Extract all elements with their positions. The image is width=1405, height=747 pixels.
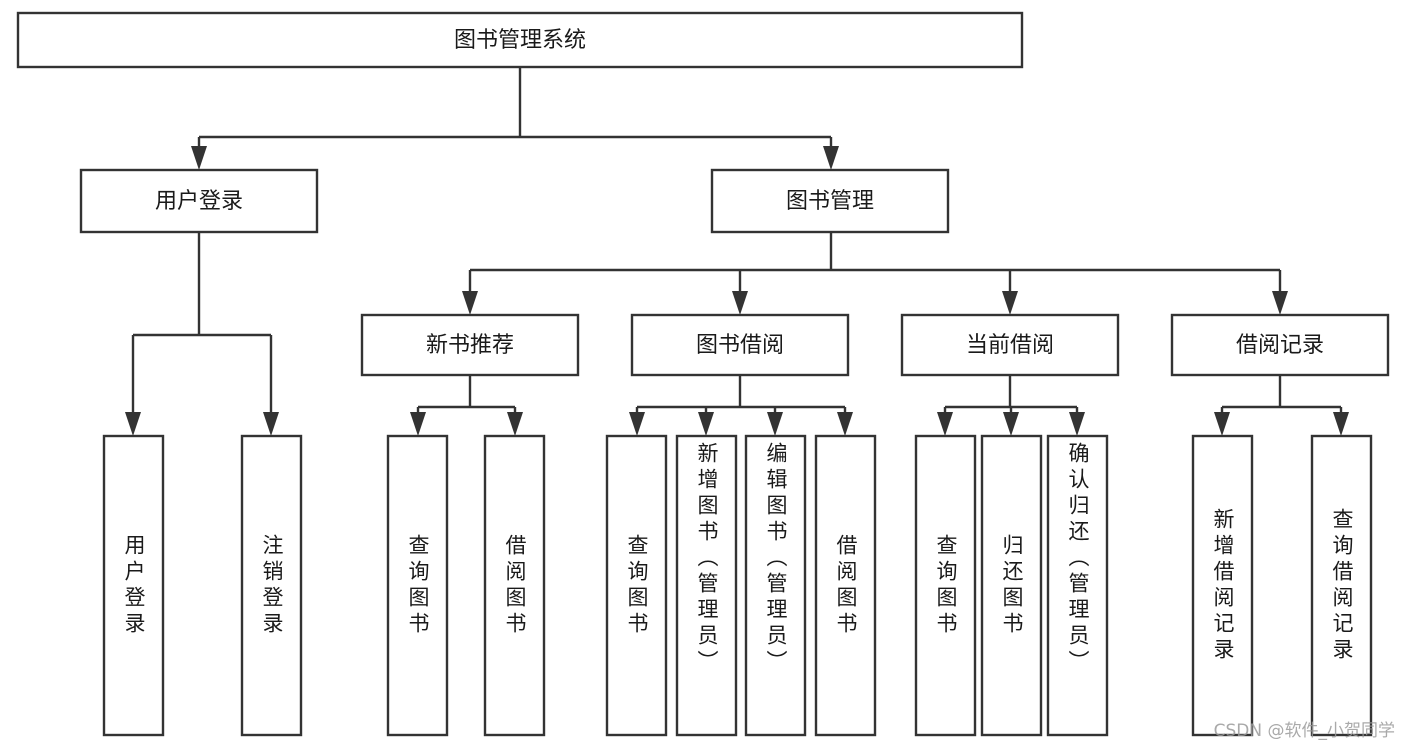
leaf-box-query-book-3[interactable] (914, 434, 977, 737)
node-new-book-recommend[interactable]: 新书推荐 (360, 313, 580, 377)
arrow-head-new-book-recommend (462, 291, 478, 315)
node-user-login-label: 用户登录 (155, 189, 243, 214)
arrow-head-current-borrow (1002, 291, 1018, 315)
arrow-head-leaf-add-record (1214, 412, 1230, 436)
node-borrow-record-box[interactable] (1170, 313, 1390, 377)
leaf-box-add-record[interactable] (1191, 434, 1254, 737)
arrow-head-leaf-return-book (1003, 412, 1019, 436)
node-borrow-record-label: 借阅记录 (1236, 333, 1324, 358)
node-current-borrow[interactable]: 当前借阅 (900, 313, 1120, 377)
arrow-head-user-login (191, 146, 207, 170)
leaf-box-query-book-1[interactable] (386, 434, 449, 737)
arrow-head-leaf-borrow-book-2 (837, 412, 853, 436)
leaf-box-query-record[interactable] (1310, 434, 1373, 737)
leaf-box-return-book[interactable] (980, 434, 1043, 737)
arrow-head-leaf-add-book (698, 412, 714, 436)
node-current-borrow-label: 当前借阅 (966, 333, 1054, 358)
leaf-box-add-book[interactable] (675, 434, 738, 737)
node-book-manage-box[interactable] (710, 168, 950, 234)
node-root-label: 图书管理系统 (454, 28, 586, 53)
node-book-borrow[interactable]: 图书借阅 (630, 313, 850, 377)
connector-group-book-borrow (629, 375, 853, 436)
arrow-head-leaf-query-book-1 (410, 412, 426, 436)
node-new-book-recommend-box[interactable] (360, 313, 580, 377)
node-root[interactable]: 图书管理系统 (16, 11, 1024, 69)
arrow-head-leaf-confirm-return (1069, 412, 1085, 436)
arrow-head-leaf-edit-book (767, 412, 783, 436)
connector-group-book-manage (462, 232, 1288, 315)
leaf-box-borrow-book-1[interactable] (483, 434, 546, 737)
arrow-head-leaf-query-book-2 (629, 412, 645, 436)
node-current-borrow-box[interactable] (900, 313, 1120, 377)
leaf-boxes (102, 434, 1373, 737)
connector-group-root (191, 67, 839, 170)
node-borrow-record[interactable]: 借阅记录 (1170, 313, 1390, 377)
leaf-box-user-logout[interactable] (240, 434, 303, 737)
leaf-box-confirm-return[interactable] (1046, 434, 1109, 737)
leaf-box-borrow-book-2[interactable] (814, 434, 877, 737)
node-new-book-recommend-label: 新书推荐 (426, 333, 514, 358)
connector-group-user-login (125, 232, 279, 436)
arrow-head-leaf-query-record (1333, 412, 1349, 436)
arrow-head-leaf-user-logout (263, 412, 279, 436)
leaf-box-user-login[interactable] (102, 434, 165, 737)
arrow-head-book-manage (823, 146, 839, 170)
connector-group-borrow-record (1214, 375, 1349, 436)
node-book-manage[interactable]: 图书管理 (710, 168, 950, 234)
node-book-borrow-label: 图书借阅 (696, 333, 784, 358)
arrow-head-borrow-record (1272, 291, 1288, 315)
node-book-manage-label: 图书管理 (786, 189, 874, 214)
arrow-head-leaf-query-book-3 (937, 412, 953, 436)
leaf-box-query-book-2[interactable] (605, 434, 668, 737)
node-user-login-box[interactable] (79, 168, 319, 234)
node-user-login[interactable]: 用户登录 (79, 168, 319, 234)
connector-group-current-borrow (937, 375, 1085, 436)
node-book-borrow-box[interactable] (630, 313, 850, 377)
connector-group-new-book-recommend (410, 375, 523, 436)
arrow-head-book-borrow (732, 291, 748, 315)
arrow-head-leaf-borrow-book-1 (507, 412, 523, 436)
node-root-box[interactable] (16, 11, 1024, 69)
arrow-head-leaf-user-login (125, 412, 141, 436)
leaf-box-edit-book[interactable] (744, 434, 807, 737)
